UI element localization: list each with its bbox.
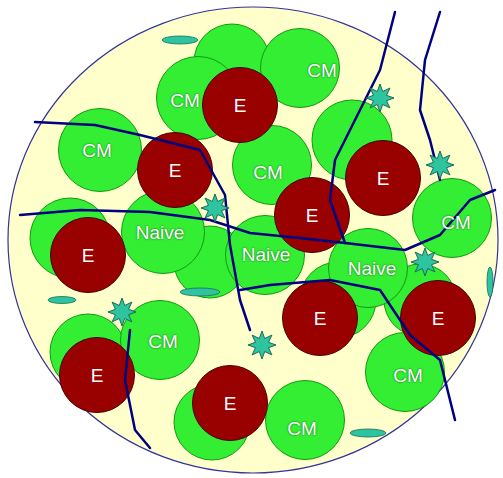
cell-shape (413, 179, 492, 258)
cell-label: Naive (348, 259, 397, 278)
cell-shape (401, 281, 476, 356)
memory-cell: CM (260, 28, 340, 108)
cell-label: CM (170, 91, 200, 110)
star-cell (248, 331, 276, 359)
memory-cell: CM (232, 125, 312, 205)
star-cell (426, 151, 454, 179)
cell-label: E (377, 169, 390, 188)
cell-label: E (224, 394, 237, 413)
cell-label: E (432, 309, 445, 328)
cell-shape (366, 333, 445, 412)
effector-cell: E (137, 132, 213, 208)
effector-cell: E (282, 280, 358, 356)
memory-cell: CM (58, 108, 142, 192)
small-cell (48, 297, 76, 304)
cell-label: CM (82, 141, 112, 160)
small-cell (162, 36, 198, 44)
cell-shape (275, 178, 350, 253)
vessel (420, 12, 440, 180)
effector-cell: E (202, 67, 278, 143)
cell-label: CM (253, 163, 283, 182)
small-cell (180, 288, 220, 296)
cell-label: CM (287, 419, 317, 438)
cell-label: E (306, 206, 319, 225)
cell-shape (193, 366, 268, 441)
effector-cell: E (400, 280, 476, 356)
memory-cell: Naive (328, 228, 408, 308)
memory-cell: Naive (225, 215, 305, 295)
cell-shape (59, 109, 142, 192)
cell-label: Naive (136, 223, 185, 242)
cell-label: Naive (242, 245, 291, 264)
memory-cell: CM (365, 332, 445, 412)
star-cell (201, 194, 229, 222)
cell-label: E (234, 96, 247, 115)
cell-label: E (169, 161, 182, 180)
effector-cell: E (274, 177, 350, 253)
small-cell (487, 267, 493, 297)
cell-label: CM (307, 61, 337, 80)
cell-shape (226, 216, 305, 295)
effector-cell: E (345, 140, 421, 216)
memory-cell: CM (156, 56, 240, 140)
cell-shape (266, 381, 345, 460)
cell-shape (51, 218, 126, 293)
effector-cell: E (59, 337, 135, 413)
small-cell (350, 429, 386, 437)
memory-cell: CM (120, 300, 200, 380)
cell-label: CM (441, 213, 471, 232)
cell-shape (138, 133, 213, 208)
cell-shape (346, 141, 421, 216)
cell-group (30, 24, 456, 460)
cell-label: E (82, 246, 95, 265)
cell-label: E (91, 366, 104, 385)
memory-cell: CM (265, 380, 345, 460)
cell-shape (203, 68, 278, 143)
star-cell (366, 84, 394, 112)
effector-cell: E (50, 217, 126, 293)
cell-label: E (314, 309, 327, 328)
memory-cell: CM (412, 178, 492, 258)
cell-label: CM (393, 366, 423, 385)
cell-shape (283, 281, 358, 356)
memory-cell: Naive (121, 190, 205, 274)
effector-cell: E (192, 365, 268, 441)
node-outline (8, 7, 498, 473)
cell-label: CM (148, 332, 178, 351)
vessel-group (20, 12, 495, 448)
cell-shape (60, 338, 135, 413)
cell-shape (122, 191, 205, 274)
small-cell-group (48, 36, 493, 437)
